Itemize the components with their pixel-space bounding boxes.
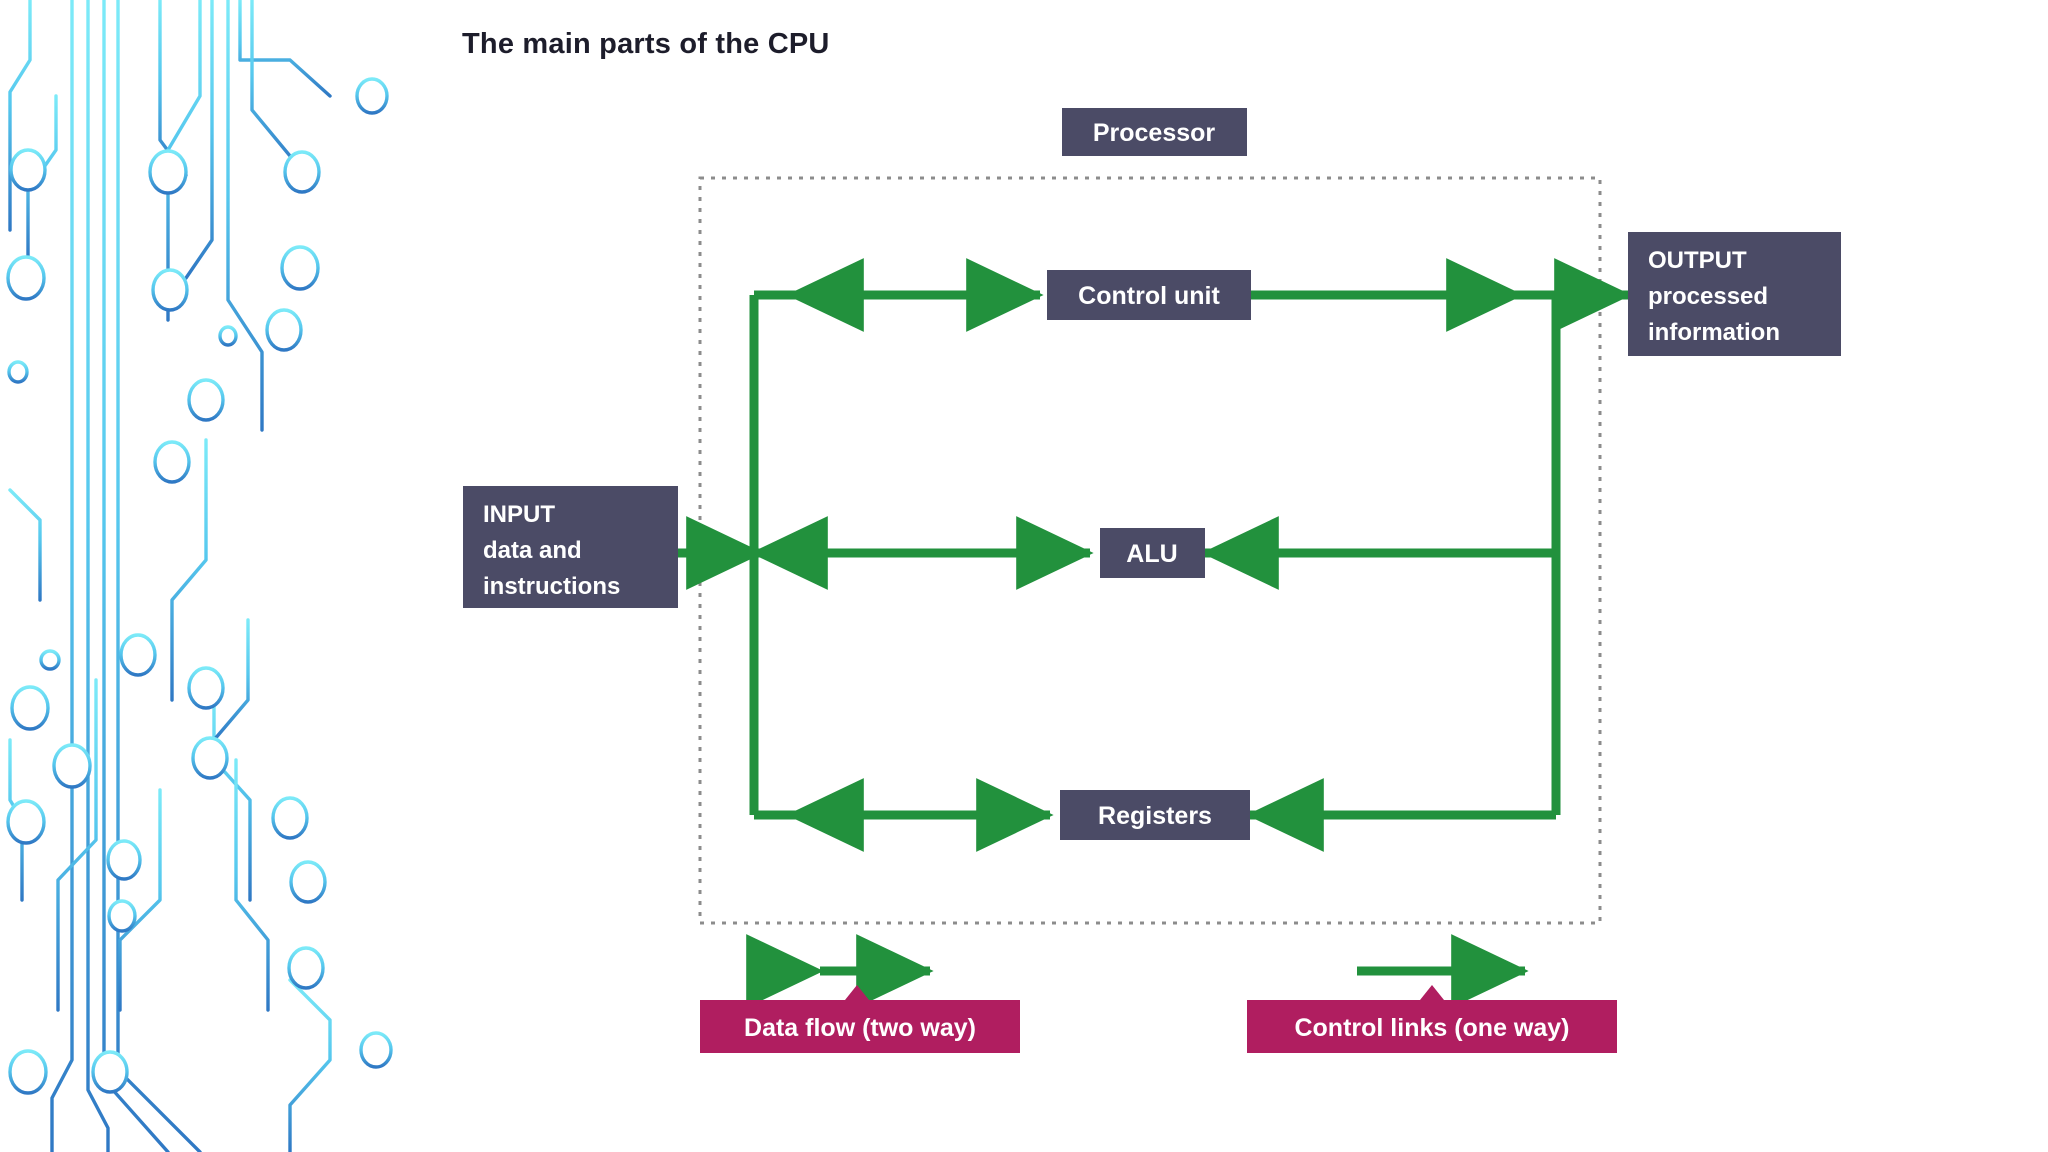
output-line-1: OUTPUT: [1648, 247, 1747, 274]
circuit-board-decoration: [6, 0, 393, 1152]
node-control-unit[interactable]: Control unit: [1047, 270, 1251, 320]
legend-item-control-links[interactable]: Control links (one way): [1247, 934, 1617, 1053]
input-line-2: data and: [483, 537, 582, 564]
legend-notch: [1420, 985, 1444, 1000]
node-input[interactable]: INPUT data and instructions: [463, 486, 678, 608]
page-title: The main parts of the CPU: [462, 28, 830, 60]
node-alu[interactable]: ALU: [1100, 528, 1205, 578]
registers-label: Registers: [1098, 802, 1212, 830]
input-line-3: instructions: [483, 573, 620, 600]
legend-control-links-label: Control links (one way): [1294, 1014, 1569, 1042]
node-registers[interactable]: Registers: [1060, 790, 1250, 840]
node-processor-label[interactable]: Processor: [1062, 108, 1247, 156]
processor-label-text: Processor: [1093, 119, 1216, 147]
output-line-3: information: [1648, 319, 1780, 346]
legend-item-data-flow[interactable]: Data flow (two way): [700, 934, 1020, 1053]
legend-notch: [845, 985, 869, 1000]
node-output[interactable]: OUTPUT processed information: [1628, 232, 1841, 356]
output-line-2: processed: [1648, 283, 1768, 310]
input-line-1: INPUT: [483, 501, 555, 528]
control-unit-label: Control unit: [1078, 282, 1220, 310]
alu-label: ALU: [1126, 540, 1177, 568]
legend-data-flow-label: Data flow (two way): [744, 1014, 976, 1042]
